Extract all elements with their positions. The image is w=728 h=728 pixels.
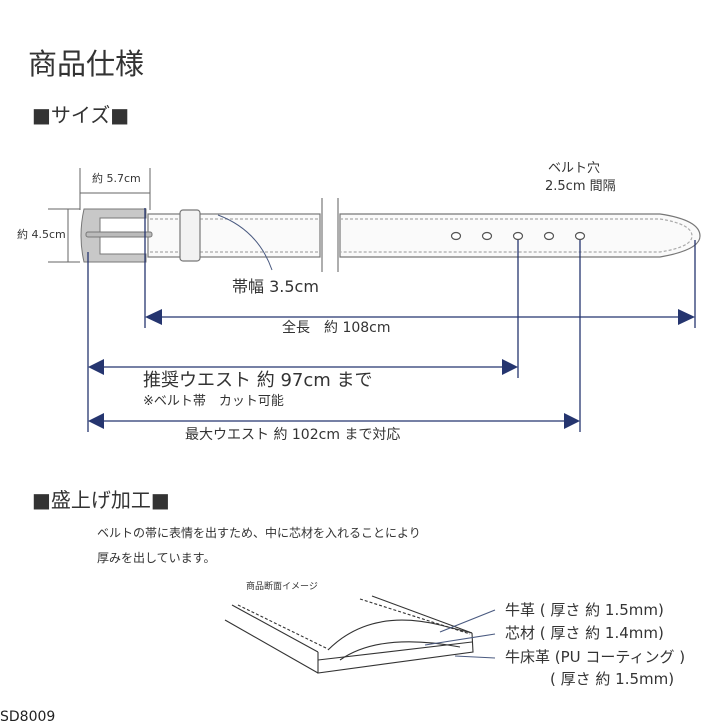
- finish-description-1: ベルトの帯に表情を出すため、中に芯材を入れることにより: [97, 526, 421, 540]
- total-length-label: 全長 約 108cm: [282, 320, 391, 336]
- finish-description-2: 厚みを出しています。: [97, 551, 216, 565]
- buckle-icon: [80, 208, 153, 263]
- band-width-label: 帯幅 3.5cm: [232, 277, 319, 296]
- cross-section-caption: 商品断面イメージ: [246, 582, 318, 592]
- finish-heading: ■盛上げ加工■: [32, 488, 170, 512]
- belt-strap: [147, 198, 701, 272]
- measurement-arrows: [87, 208, 696, 432]
- size-heading: ■サイズ■: [32, 103, 130, 127]
- cross-section-drawing: [224, 595, 496, 674]
- buckle-width-label: 約 5.7cm: [92, 172, 141, 185]
- layer-leather: 牛革 ( 厚さ 約 1.5mm): [505, 601, 664, 619]
- max-waist-label: 最大ウエスト 約 102cm まで対応: [185, 427, 401, 443]
- belt-holes: [450, 231, 586, 241]
- layer-split-leather: 牛床革 (PU コーティング ): [505, 648, 686, 666]
- layer-split-thickness: ( 厚さ 約 1.5mm): [550, 670, 675, 688]
- product-code: SD8009: [0, 709, 56, 725]
- page-title: 商品仕様: [28, 47, 145, 81]
- hole-label: ベルト穴: [548, 161, 601, 176]
- cut-note: ※ベルト帯 カット可能: [143, 394, 284, 409]
- buckle-height-label: 約 4.5cm: [17, 228, 66, 241]
- hole-spacing-label: 2.5cm 間隔: [545, 179, 616, 194]
- band-width-pointer: [217, 214, 273, 271]
- dimension-lines: [48, 168, 151, 263]
- layer-core: 芯材 ( 厚さ 約 1.4mm): [505, 624, 664, 642]
- recommended-waist-label: 推奨ウエスト 約 97cm まで: [143, 370, 373, 391]
